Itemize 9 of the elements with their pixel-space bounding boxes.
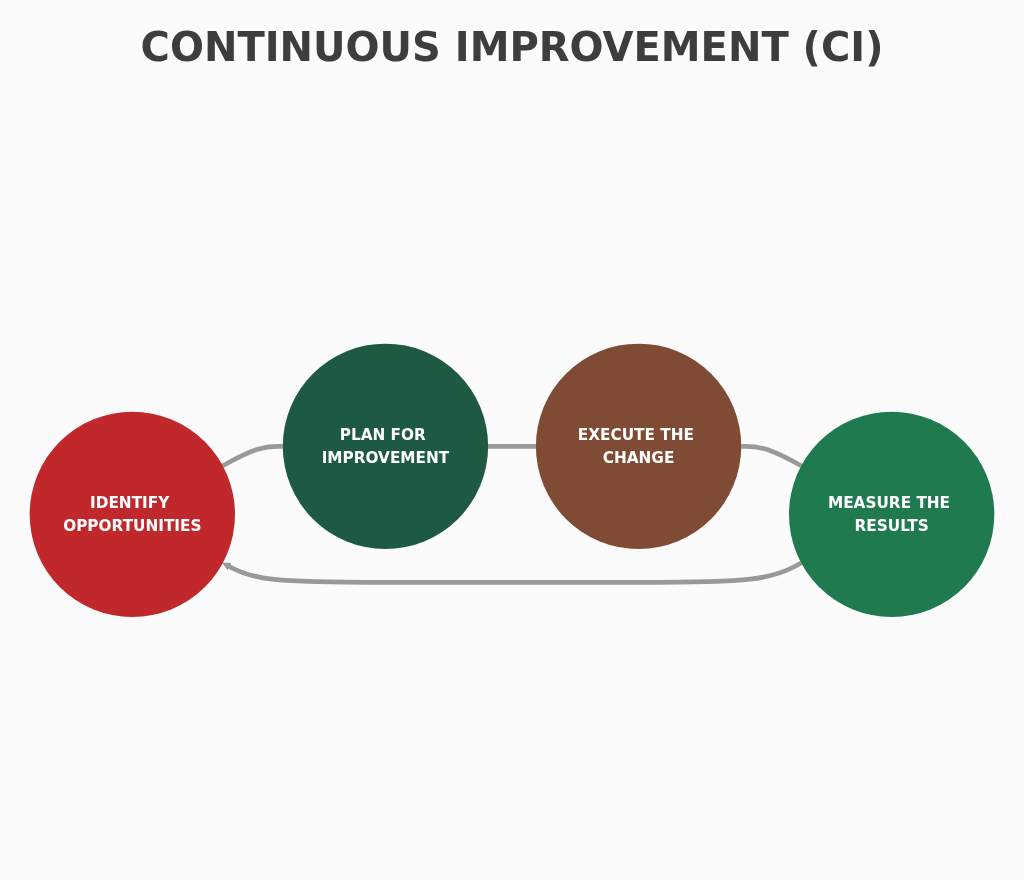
node-circle: IDENTIFY OPPORTUNITIES xyxy=(29,411,235,617)
connector xyxy=(741,443,803,468)
arrow xyxy=(222,560,803,585)
node-circle: EXECUTE THE CHANGE xyxy=(535,343,742,549)
node-circle: PLAN FOR IMPROVEMENT xyxy=(282,343,489,549)
connector xyxy=(488,443,536,449)
node-circle: MEASURE THE RESULTS xyxy=(789,411,995,617)
diagram-title: CONTINUOUS IMPROVEMENT (CI) xyxy=(140,24,884,70)
connector xyxy=(221,443,283,468)
